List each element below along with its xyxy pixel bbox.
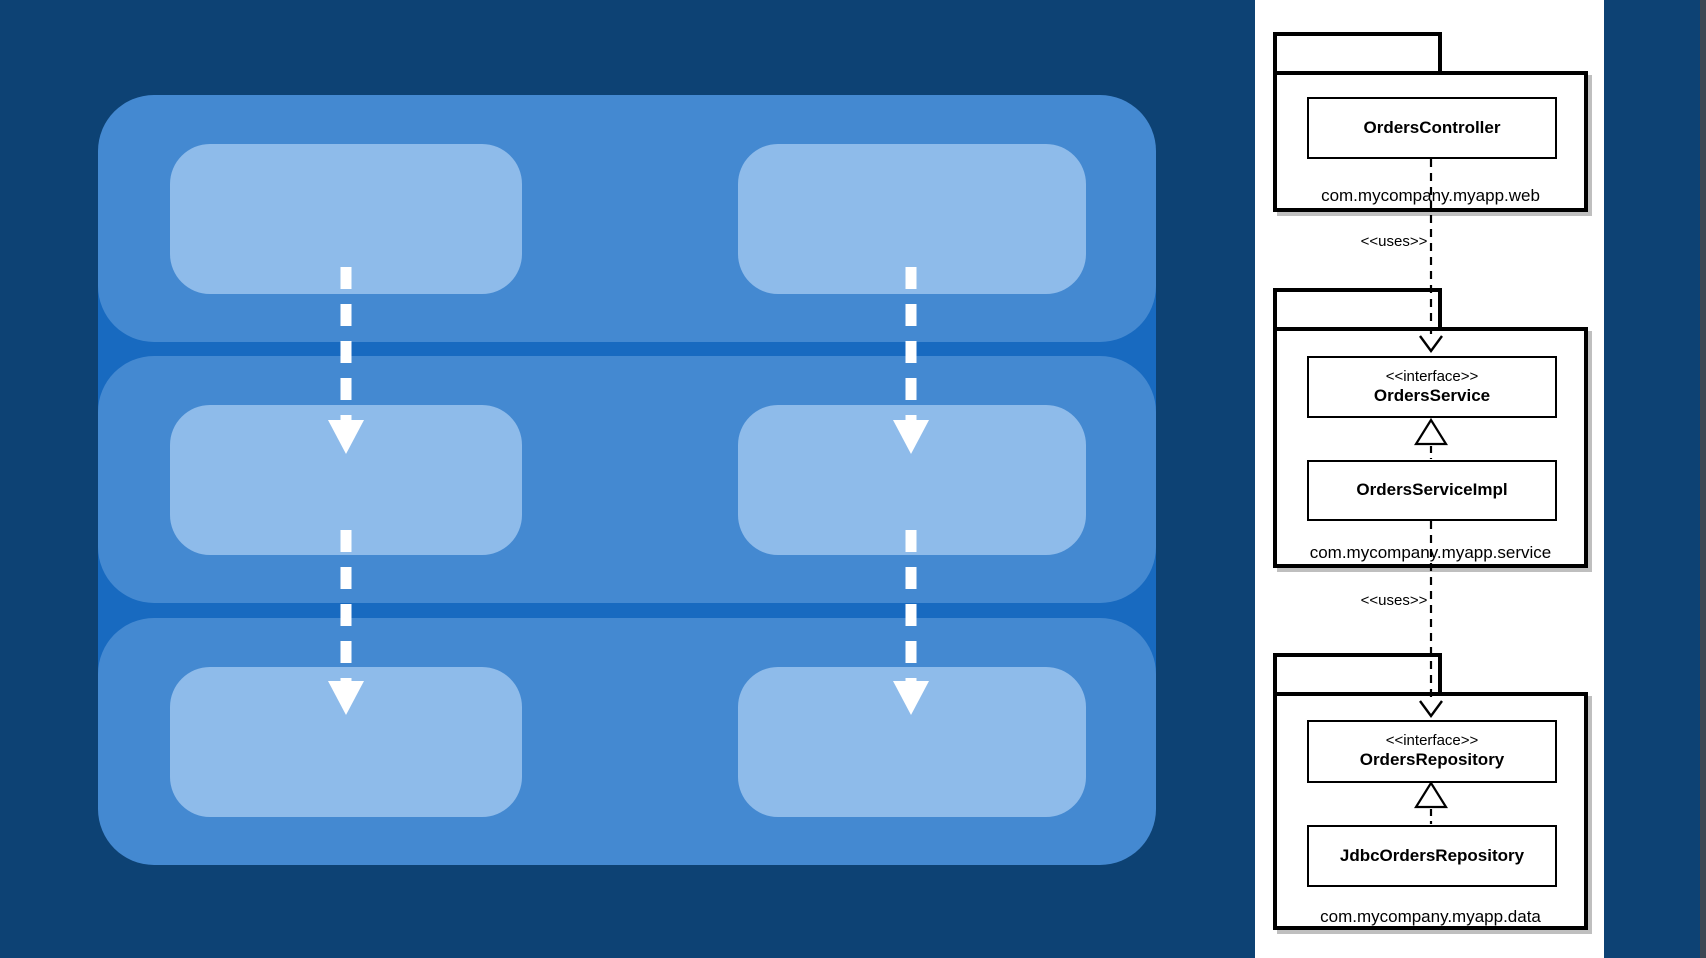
package-web-tab (1273, 32, 1442, 75)
layer-bottom-module-left (170, 667, 522, 817)
package-data-label: com.mycompany.myapp.data (1320, 907, 1541, 926)
layer-top (98, 95, 1156, 342)
layer-top-module-right (738, 144, 1086, 294)
layer-bottom-module-right (738, 667, 1086, 817)
package-service-label: com.mycompany.myapp.service (1309, 543, 1552, 562)
class-name: JdbcOrdersRepository (1339, 845, 1525, 865)
layer-middle-module-right (738, 405, 1086, 555)
package-service-tab (1273, 288, 1442, 331)
interface-box-ordersservice: <<interface>> OrdersService (1307, 356, 1557, 418)
interface-stereotype: <<interface>> (1385, 732, 1479, 750)
layer-top-module-left (170, 144, 522, 294)
package-web-label: com.mycompany.myapp.web (1321, 186, 1540, 205)
layered-architecture-graphic (98, 95, 1156, 865)
class-name: OrdersController (1363, 117, 1501, 137)
interface-name: OrdersService (1373, 385, 1491, 405)
class-box-orderscontroller: OrdersController (1307, 97, 1557, 159)
uses-label: <<uses>> (1360, 233, 1428, 250)
uses-label: <<uses>> (1360, 592, 1428, 609)
interface-box-ordersrepository: <<interface>> OrdersRepository (1307, 720, 1557, 783)
layer-middle-module-left (170, 405, 522, 555)
class-box-jdbcordersrepository: JdbcOrdersRepository (1307, 825, 1557, 887)
right-edge-strip (1700, 0, 1706, 958)
layer-bottom (98, 618, 1156, 865)
interface-name: OrdersRepository (1359, 750, 1505, 770)
class-name: OrdersServiceImpl (1356, 480, 1508, 500)
interface-stereotype: <<interface>> (1385, 367, 1479, 385)
package-data-tab (1273, 653, 1442, 696)
layer-middle (98, 356, 1156, 603)
class-box-ordersserviceimpl: OrdersServiceImpl (1307, 460, 1557, 521)
